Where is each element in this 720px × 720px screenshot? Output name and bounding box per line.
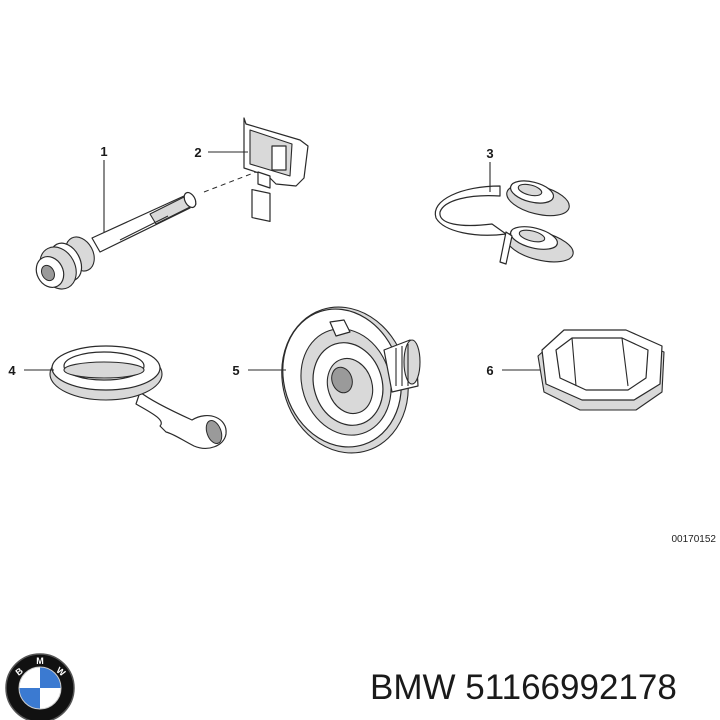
part-2-clip-illustration: [243, 117, 309, 223]
part-3-tethered-grommet-illustration: [434, 180, 574, 265]
bmw-roundel-icon: B M W: [5, 653, 75, 720]
logo-letter-m: M: [36, 656, 44, 666]
part-4-ring-grommet-illustration: [49, 345, 227, 449]
dashed-assembly-line: [203, 171, 257, 193]
logo-letter-b: B: [14, 665, 26, 677]
callout-2: 2: [194, 145, 201, 160]
part-number: 51166992178: [465, 668, 677, 707]
part-label: BMW 51166992178: [370, 668, 677, 708]
part-5-flange-nozzle-illustration: [281, 306, 421, 454]
brand-name: BMW: [370, 668, 456, 707]
callout-6: 6: [486, 363, 493, 378]
part-6-octagonal-grommet-illustration: [537, 329, 665, 411]
callout-3: 3: [486, 146, 493, 161]
exploded-parts-diagram: 1 2 3: [8, 117, 717, 545]
callout-5: 5: [232, 363, 239, 378]
part-1-rod-illustration: [35, 191, 197, 290]
callout-1: 1: [100, 144, 107, 159]
callout-4: 4: [8, 363, 16, 378]
diagram-reference-number: 00170152: [672, 534, 717, 545]
